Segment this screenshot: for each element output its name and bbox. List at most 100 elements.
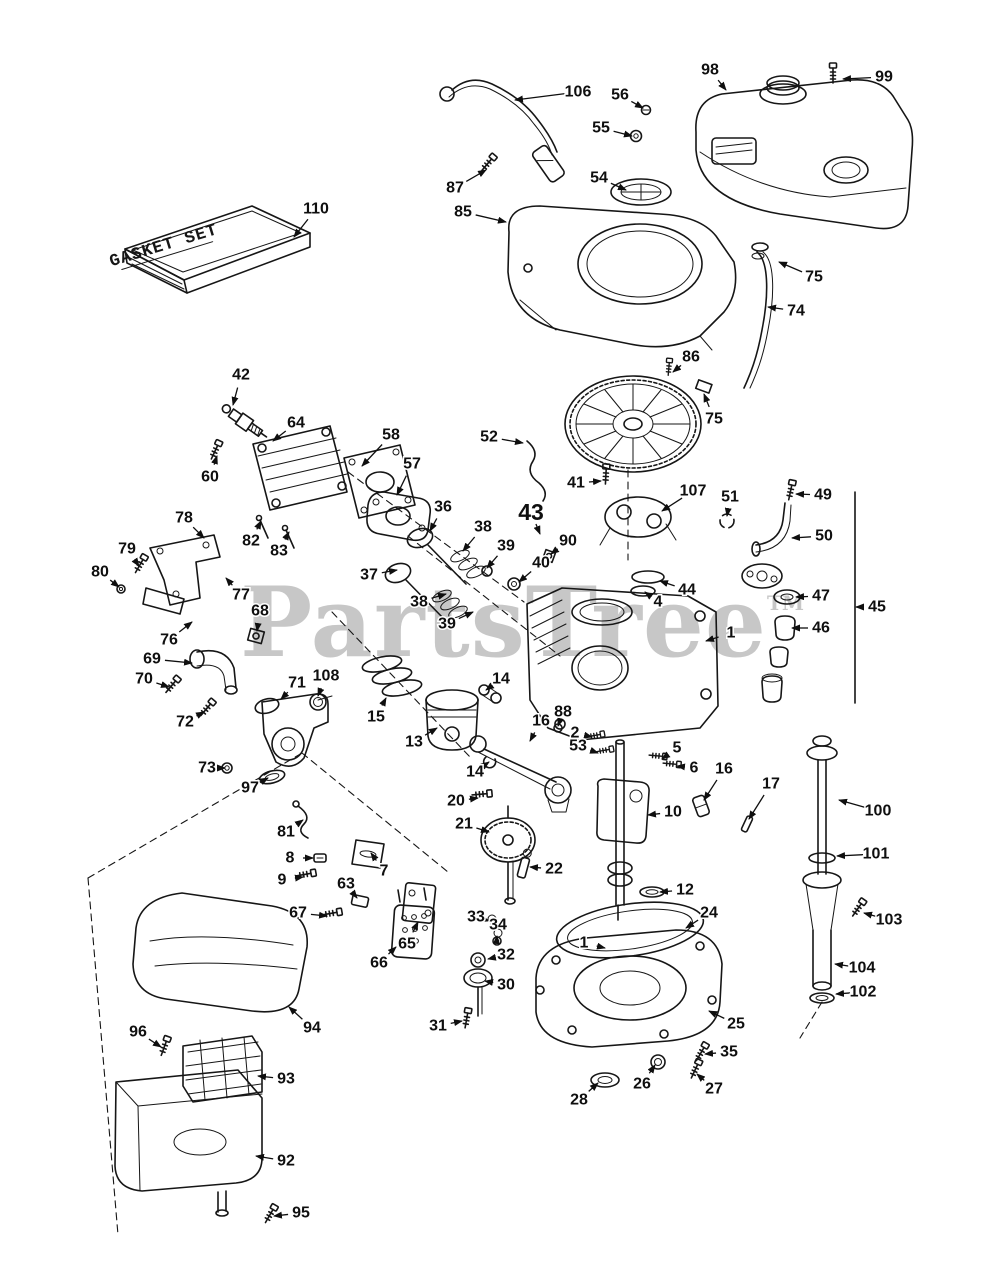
part-number: 55 [592,120,610,137]
callout-leader [795,490,811,498]
starter-screen [610,178,672,206]
part-number: 78 [175,510,193,527]
part-number: 33 [467,909,485,926]
part-number: 25 [727,1016,745,1033]
part-number: 27 [705,1081,723,1098]
callout-leader [476,826,490,833]
callout-leader [468,795,479,803]
part-number: 75 [705,411,723,428]
callout-leader [288,1006,303,1020]
callout-leader [273,1211,289,1219]
part-number: 93 [277,1071,295,1088]
oil-fill-tube-dipstick [802,735,842,1004]
part-number: 20 [447,793,465,810]
callout-leader [254,520,262,530]
part-number: 39 [497,538,515,555]
part-number: 2 [571,725,580,742]
part-number: 98 [701,62,719,79]
callout-leader [361,444,383,467]
part-number: 6 [690,760,699,777]
callout-leader [838,798,866,809]
part-number: 8 [286,850,295,867]
part-number: 102 [850,984,877,1001]
callout-leader [192,526,205,539]
part-number: 90 [559,533,577,550]
part-number: 75 [805,269,823,286]
part-number: 28 [570,1092,588,1109]
part-number: 100 [865,803,892,820]
part-number: 63 [337,876,355,893]
part-number: 1 [727,625,736,642]
callout-leader [255,1153,274,1161]
callout-leader [280,690,290,700]
muffler [390,887,436,960]
callout-leader [379,697,387,707]
part-number: 64 [287,415,305,432]
callout-leader [672,364,682,373]
callout-leader [257,1073,274,1081]
callout-leader [381,567,398,575]
callout-leader [195,711,205,719]
part-number: 83 [270,543,288,560]
part-number: 94 [303,1020,321,1037]
callout-leader [596,942,606,950]
flywheel-washers [630,570,665,597]
part-number: 4 [654,594,663,611]
callout-leader [514,92,566,103]
air-filter-element [182,1035,263,1103]
part-number: 44 [678,582,696,599]
part-number: 34 [489,917,507,934]
part-number: 32 [497,947,515,964]
part-number: 10 [664,804,682,821]
part-number: 45 [868,599,886,616]
part-number: 71 [288,675,306,692]
callout-leader [630,100,644,109]
callout-leader [396,475,407,496]
part-number: 101 [863,846,890,863]
callout-leader [458,611,474,620]
callout-leader [659,887,673,895]
part-number: 37 [360,567,378,584]
spark-plug [221,404,268,438]
part-number: 21 [455,816,473,833]
callout-leader [475,214,507,224]
callout-leader [109,579,120,588]
callout-leader [501,438,524,446]
callout-leader [588,1082,599,1092]
cylinder-head [252,425,348,511]
part-number: 58 [382,427,400,444]
flywheel [564,375,702,473]
ignition-stator [599,496,677,546]
muffler-spacer [350,894,370,908]
callout-leader [484,979,494,986]
part-number: 108 [313,668,340,685]
callout-leader [557,717,564,727]
part-number: 60 [201,469,219,486]
callout-leader [703,779,718,801]
callout-leader [778,261,803,273]
part-number: 1 [580,935,589,952]
part-number: 95 [292,1205,310,1222]
piston-rings [361,655,423,697]
callout-leader [254,622,262,632]
part-number: 24 [700,905,718,922]
callout-leader [610,182,627,191]
callout-leader [717,79,727,91]
part-number: 106 [565,84,592,101]
part-number: 17 [762,776,780,793]
part-number: 52 [480,429,498,446]
callout-leader [487,953,497,961]
part-number: 107 [680,483,707,500]
callout-leader [696,1073,706,1082]
callout-leader [748,794,765,820]
part-number: 82 [242,533,260,550]
oil-sump [535,929,723,1048]
part-number: 103 [876,912,903,929]
part-number: 53 [569,738,587,755]
callout-leader [533,523,541,535]
part-number: 67 [289,905,307,922]
callout-leader [411,921,419,933]
callout-leader [156,681,170,688]
